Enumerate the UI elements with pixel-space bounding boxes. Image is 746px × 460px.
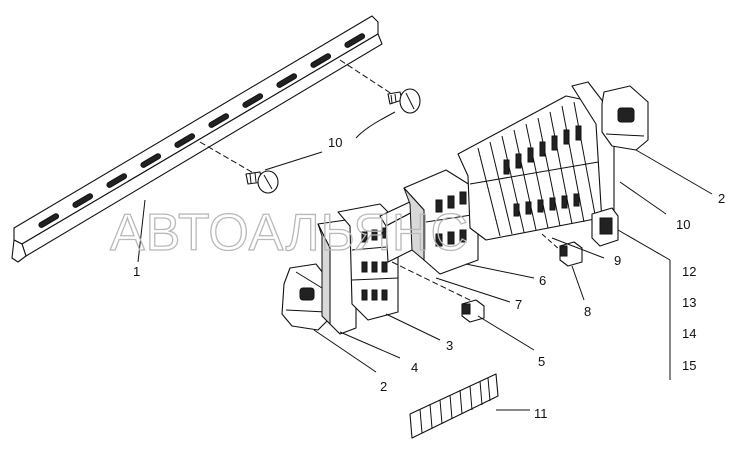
terminal-block-large: [457, 95, 613, 241]
callout-terminal-block-large: 9: [614, 253, 621, 268]
screw-upper: [387, 88, 421, 114]
small-block-slots: [361, 227, 388, 301]
plug-group: [591, 207, 619, 247]
callout-end-clamp-left: 2: [380, 379, 387, 394]
watermark-text: АВТОАЛЬЯНС: [110, 204, 469, 262]
callout-group-12: 12: [682, 264, 696, 279]
plug-large: [541, 233, 583, 267]
mid-block-slots: [435, 191, 467, 247]
callout-group-13: 13: [682, 295, 696, 310]
terminal-block-mid: [403, 169, 479, 275]
callout-plug-large: 8: [584, 304, 591, 319]
plug-small: [461, 299, 485, 323]
large-block-slots: [503, 125, 582, 217]
callout-plug-small: 5: [538, 354, 545, 369]
rail-slots: [38, 33, 366, 228]
end-clamp-left: [281, 263, 331, 331]
callout-terminal-block-mid: 6: [539, 273, 546, 288]
callout-labels: 1 10 2 10 12 13 14 15 9 6 7 8 3 5 4 2 11: [133, 135, 725, 421]
marker-strip-cells: [419, 377, 491, 434]
callout-group-15: 15: [682, 358, 696, 373]
end-clamp-right: [601, 85, 649, 151]
callout-end-plate: 4: [411, 360, 418, 375]
callout-end-clamp-right: 2: [718, 191, 725, 206]
screw-lower: [245, 170, 279, 194]
callout-group-14: 14: [682, 326, 696, 341]
callout-screw-right: 10: [676, 217, 690, 232]
callout-rail: 1: [133, 264, 140, 279]
leader-lines: [137, 111, 713, 411]
terminal-block-small: [337, 203, 399, 321]
callout-marker-strip: 11: [534, 406, 548, 421]
callout-jumper-bar: 7: [515, 297, 522, 312]
marker-strip: [409, 373, 499, 439]
callout-screw-upper: 10: [328, 135, 342, 150]
din-rail: [11, 15, 383, 263]
callout-terminal-block-small: 3: [446, 338, 453, 353]
